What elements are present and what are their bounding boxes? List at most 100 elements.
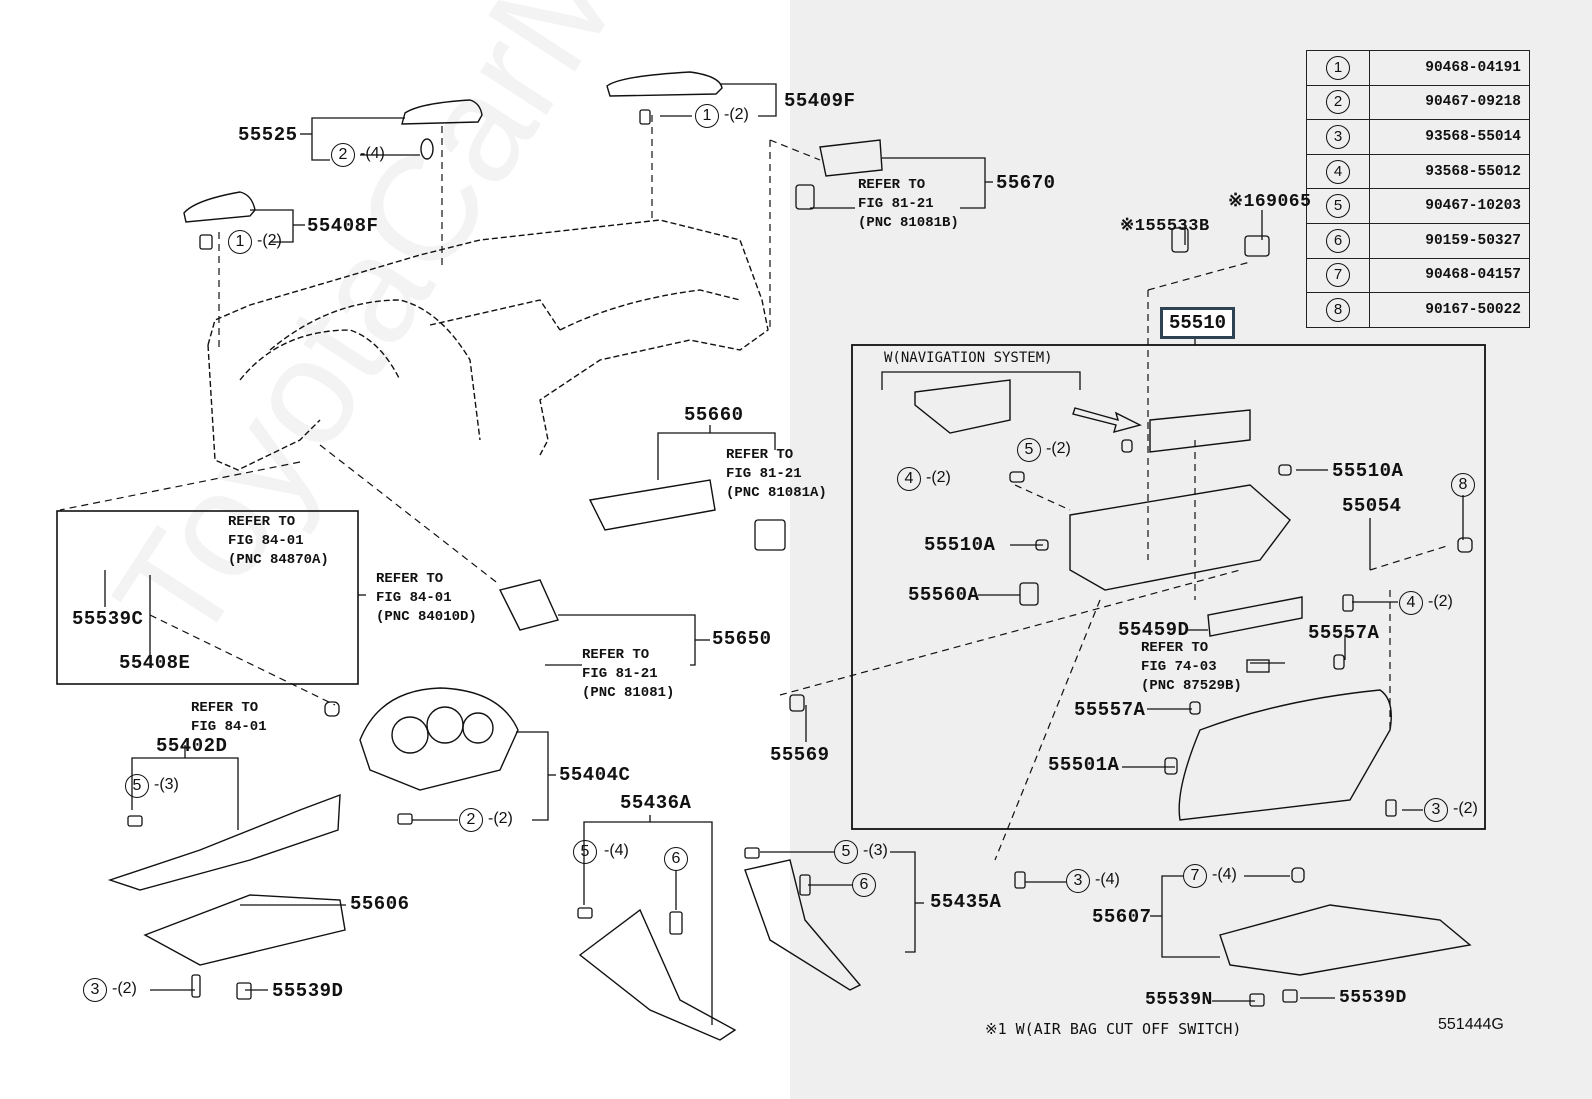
part-label-55404C[interactable]: 55404C: [559, 764, 631, 786]
part-55607-panel: [1219, 904, 1472, 976]
part-label-55510A[interactable]: 55510A: [1332, 460, 1404, 482]
callout-key[interactable]: 5: [573, 840, 597, 864]
part-55404C-cluster-hood: [359, 687, 519, 791]
part-label-55539D[interactable]: 55539D: [1339, 988, 1407, 1008]
callout-key[interactable]: 4: [897, 467, 921, 491]
legend-part-number: 93568-55012: [1369, 153, 1530, 190]
callout-key[interactable]: 3: [1066, 869, 1090, 893]
part-label-169065[interactable]: ※169065: [1228, 192, 1312, 212]
part-label-55539D[interactable]: 55539D: [272, 980, 344, 1002]
callout-key[interactable]: 3: [1424, 798, 1448, 822]
part-55501A-glovebox-door: [1178, 689, 1392, 821]
callout-qty: -(2): [112, 980, 137, 997]
part-label-55402D[interactable]: 55402D: [156, 735, 228, 757]
callout-qty: -(2): [1428, 593, 1453, 610]
part-label-55409F[interactable]: 55409F: [784, 90, 856, 112]
part-55650-vent: [498, 579, 559, 631]
legend-key: 3: [1326, 124, 1350, 149]
callout-qty: -(4): [360, 145, 385, 162]
callout-key[interactable]: 1: [228, 230, 252, 254]
part-label-55436A[interactable]: 55436A: [620, 792, 692, 814]
inset-box-left: [56, 510, 359, 685]
callout-key[interactable]: 6: [664, 847, 688, 871]
nav-arrow: [1072, 407, 1142, 433]
part-label-55569[interactable]: 55569: [770, 744, 830, 766]
legend-part-number: 90159-50327: [1369, 222, 1530, 259]
leader-dashes: [59, 115, 1451, 861]
callout-key[interactable]: 6: [852, 873, 876, 897]
callout-key[interactable]: 5: [834, 840, 858, 864]
part-label-55660[interactable]: 55660: [684, 404, 744, 426]
callout-key[interactable]: 3: [83, 978, 107, 1002]
legend-part-number: 93568-55014: [1369, 119, 1530, 155]
part-label-55557A[interactable]: 55557A: [1308, 622, 1380, 644]
part-label-55539C[interactable]: 55539C: [72, 608, 144, 630]
part-label-55606[interactable]: 55606: [350, 893, 410, 915]
callout-key[interactable]: 7: [1183, 864, 1207, 888]
legend-row: 8 90167-50022: [1306, 292, 1530, 328]
legend-part-number: 90468-04191: [1369, 50, 1530, 86]
part-label-55650[interactable]: 55650: [712, 628, 772, 650]
airbag-footnote: ※1 W(AIR BAG CUT OFF SWITCH): [985, 1020, 1242, 1038]
inset-box-glovebox: [851, 344, 1486, 830]
legend-part-number: 90167-50022: [1369, 292, 1530, 328]
reference-note-fig-84-01: REFER TO FIG 84-01 (PNC 84870A): [228, 514, 329, 568]
legend-key: 2: [1326, 90, 1350, 115]
legend-part-number: 90467-10203: [1369, 188, 1530, 224]
reference-note-fig-81-21: REFER TO FIG 81-21 (PNC 81081B): [858, 177, 959, 231]
part-label-55435A[interactable]: 55435A: [930, 891, 1002, 913]
part-clip-2: [420, 138, 434, 160]
part-label-55670[interactable]: 55670: [996, 172, 1056, 194]
part-label-55501A[interactable]: 55501A: [1048, 754, 1120, 776]
legend-part-number: 90468-04157: [1369, 257, 1530, 294]
navigation-system-note: W(NAVIGATION SYSTEM): [884, 350, 1053, 366]
part-label-55525[interactable]: 55525: [238, 124, 298, 146]
part-label-55607[interactable]: 55607: [1092, 906, 1152, 928]
callout-qty: -(4): [604, 842, 629, 859]
part-label-55557A[interactable]: 55557A: [1074, 699, 1146, 721]
legend-row: 5 90467-10203: [1306, 188, 1530, 224]
callout-key[interactable]: 8: [1451, 473, 1475, 497]
part-55409F-cover: [606, 71, 723, 97]
legend-row: 1 90468-04191: [1306, 50, 1530, 86]
callout-key[interactable]: 4: [1399, 591, 1423, 615]
callout-qty: -(2): [488, 810, 513, 827]
callout-qty: -(2): [257, 232, 282, 249]
figure-id: 551444G: [1438, 1016, 1504, 1033]
part-55459D: [1207, 596, 1303, 637]
part-label-55408F[interactable]: 55408F: [307, 215, 379, 237]
callout-key[interactable]: 1: [695, 104, 719, 128]
legend-key: 7: [1326, 263, 1350, 288]
callout-key[interactable]: 2: [459, 808, 483, 832]
legend-key: 8: [1326, 297, 1350, 322]
part-label-155533B[interactable]: ※155533B: [1120, 217, 1210, 236]
legend-row: 2 90467-09218: [1306, 84, 1530, 121]
callout-qty: -(4): [1212, 866, 1237, 883]
callout-key[interactable]: 5: [125, 774, 149, 798]
part-55435A-panel: [744, 859, 862, 991]
callout-qty: -(2): [724, 106, 749, 123]
reference-note-fig-81-21: REFER TO FIG 81-21 (PNC 81081A): [726, 447, 827, 501]
reference-note-fig-74-03: REFER TO FIG 74-03 (PNC 87529B): [1141, 640, 1242, 694]
callout-key[interactable]: 5: [1017, 438, 1041, 462]
part-label-55539N[interactable]: 55539N: [1145, 990, 1213, 1010]
legend-key: 1: [1326, 55, 1350, 80]
part-label-55408E[interactable]: 55408E: [119, 652, 191, 674]
callout-qty: -(2): [1046, 440, 1071, 457]
part-glovebox-frame: [1069, 484, 1291, 591]
part-label-55459D[interactable]: 55459D: [1118, 619, 1190, 641]
part-label-55560A[interactable]: 55560A: [908, 584, 980, 606]
legend-part-number: 90467-09218: [1369, 84, 1530, 121]
part-label-55510A[interactable]: 55510A: [924, 534, 996, 556]
part-label-55054[interactable]: 55054: [1342, 495, 1402, 517]
part-55660-vent: [588, 479, 716, 531]
glovebox-lid-upper: [1149, 409, 1251, 453]
callout-key[interactable]: 2: [331, 143, 355, 167]
legend-key: 5: [1326, 194, 1350, 219]
callout-qty: -(3): [154, 776, 179, 793]
highlighted-part-label[interactable]: 55510: [1160, 307, 1236, 339]
callout-qty: -(2): [926, 469, 951, 486]
